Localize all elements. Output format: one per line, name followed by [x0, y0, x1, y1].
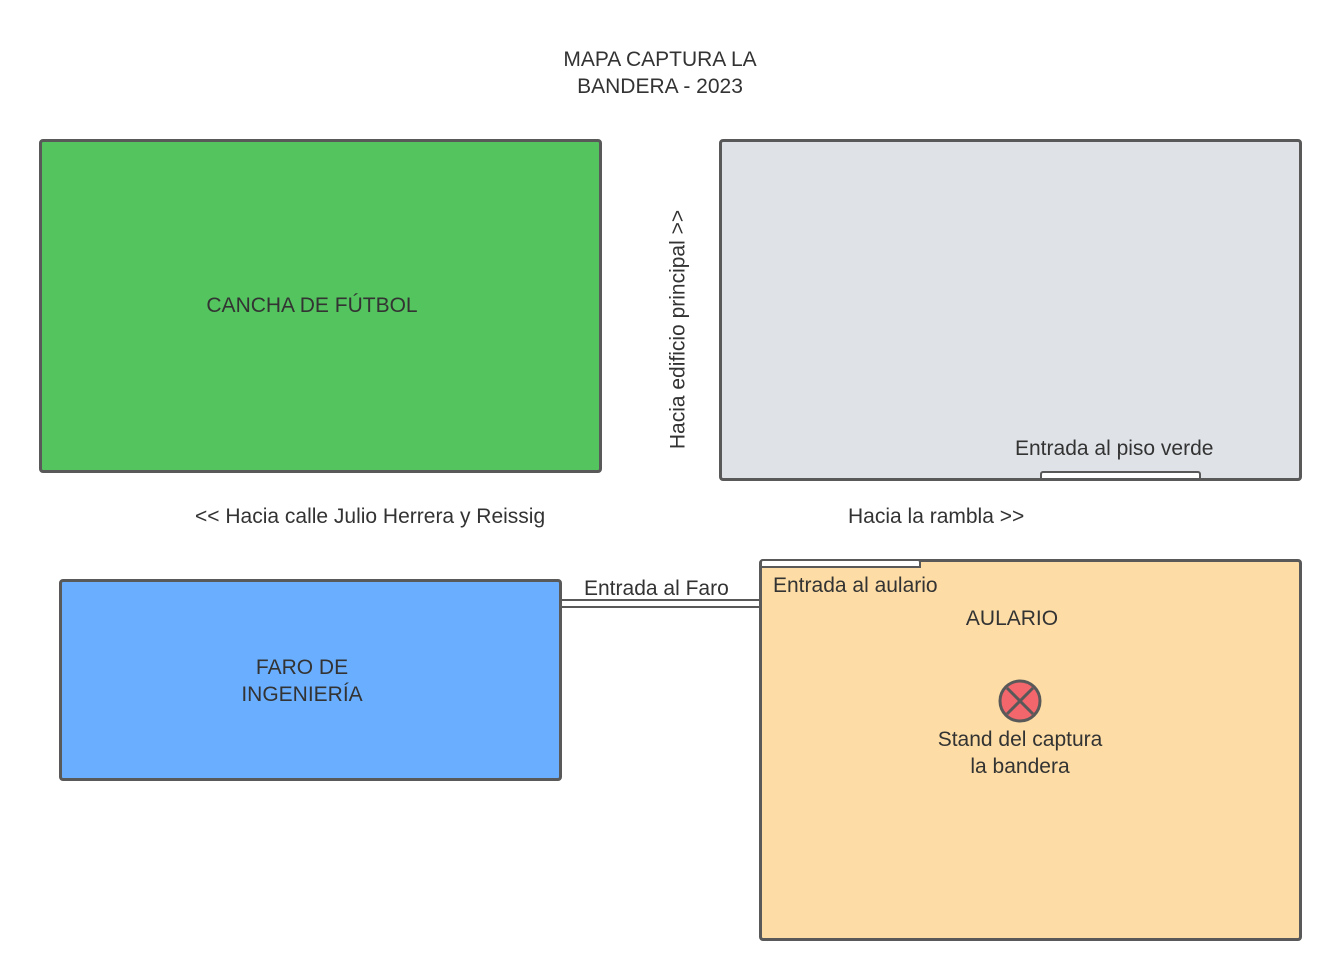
faro-label: FARO DE INGENIERÍA [241, 656, 363, 706]
football-field-area: CANCHA DE FÚTBOL [39, 139, 602, 473]
stand-label: Stand del captura la bandera [937, 728, 1103, 778]
entrance-faro-label: Entrada al Faro [584, 577, 729, 600]
aulario-area: AULARIO [759, 559, 1302, 941]
map-title: MAPA CAPTURA LA BANDERA - 2023 [563, 48, 757, 98]
x-circle-icon [998, 679, 1042, 723]
direction-rambla: Hacia la rambla >> [848, 505, 1025, 528]
entrance-faro-corridor [560, 599, 762, 608]
piso-verde-area [719, 139, 1302, 481]
entrance-aulario-door [760, 559, 921, 568]
entrance-piso-verde-label: Entrada al piso verde [1015, 437, 1214, 460]
entrance-piso-verde-door [1040, 471, 1201, 480]
faro-area: FARO DE INGENIERÍA [59, 579, 562, 781]
aulario-label: AULARIO [965, 607, 1059, 630]
direction-julio-herrera: << Hacia calle Julio Herrera y Reissig [195, 505, 546, 528]
football-field-label: CANCHA DE FÚTBOL [206, 294, 418, 317]
entrance-aulario-label: Entrada al aulario [773, 574, 938, 597]
direction-main-building: Hacia edificio principal >> [666, 209, 690, 450]
